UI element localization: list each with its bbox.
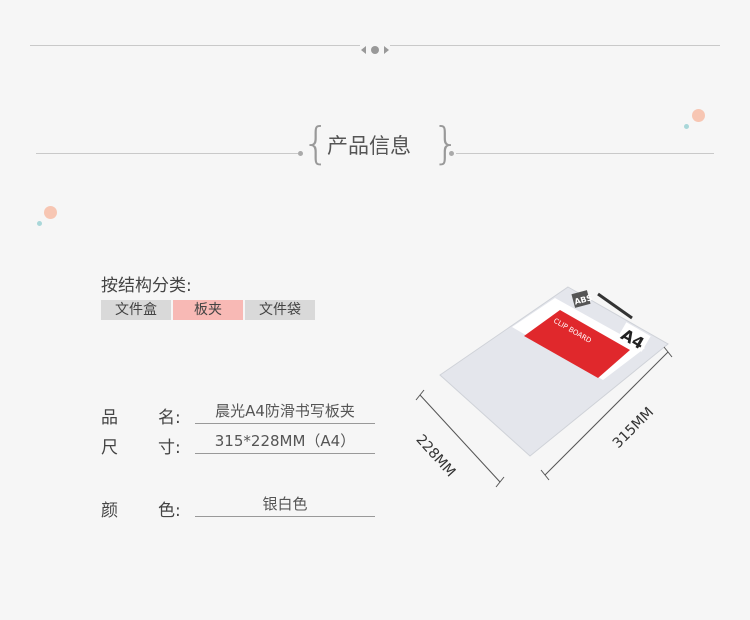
spec-key: 颜 <box>101 501 118 521</box>
spec-key: 品 <box>101 408 118 428</box>
right-brace: } <box>432 118 460 169</box>
tag-file-bag[interactable]: 文件袋 <box>245 300 315 320</box>
decor-dot <box>37 221 42 226</box>
title-line-left <box>36 153 298 154</box>
top-divider-right <box>390 45 720 46</box>
title-dot <box>449 151 454 156</box>
spec-key: 色: <box>158 501 181 521</box>
title-line-right <box>456 153 714 154</box>
top-divider-left <box>30 45 360 46</box>
decor-dot <box>692 109 705 122</box>
spec-value-color: 银白色 <box>195 493 375 517</box>
spec-value-name: 晨光A4防滑书写板夹 <box>195 400 375 424</box>
tag-clipboard[interactable]: 板夹 <box>173 300 243 320</box>
decor-dot <box>684 124 689 129</box>
spec-key: 尺 <box>101 438 118 458</box>
ornament-icon <box>361 40 389 54</box>
section-title: 产品信息 <box>327 134 411 158</box>
decor-dot <box>44 206 57 219</box>
title-dot <box>298 151 303 156</box>
spec-key: 寸: <box>158 438 181 458</box>
left-brace: { <box>302 118 330 169</box>
tag-file-box[interactable]: 文件盒 <box>101 300 171 320</box>
spec-value-size: 315*228MM（A4） <box>195 430 375 454</box>
spec-key: 名: <box>158 408 181 428</box>
category-label: 按结构分类: <box>101 276 192 296</box>
